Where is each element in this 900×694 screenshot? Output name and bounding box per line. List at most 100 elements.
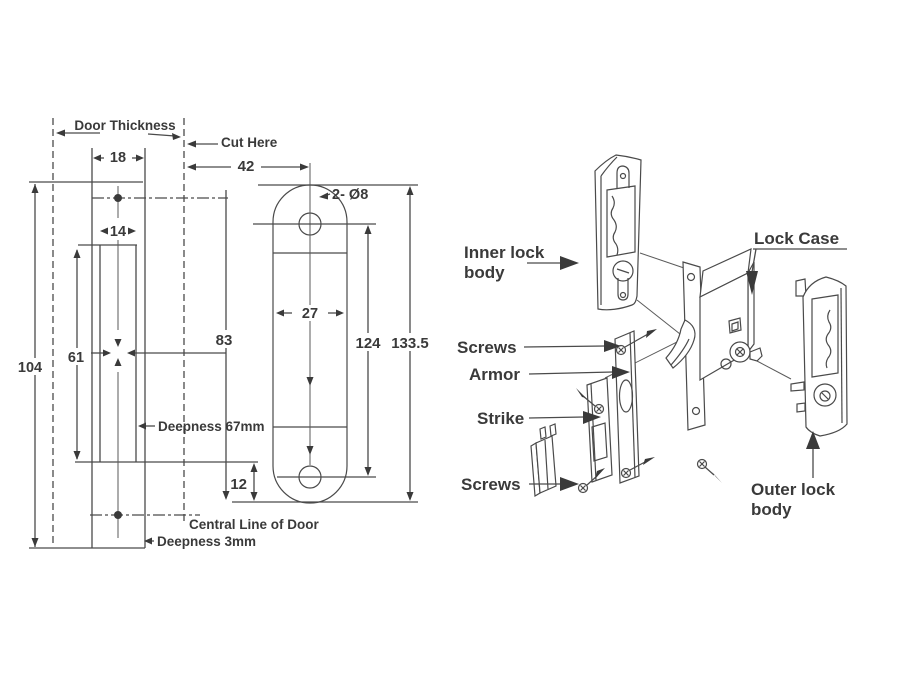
arrowhead: [136, 154, 144, 162]
arrowhead: [276, 309, 284, 317]
dim-42: 42: [187, 156, 309, 175]
arrowhead: [144, 537, 152, 545]
dim-text: 83: [216, 332, 233, 349]
outer-body-grip-recess: [811, 294, 839, 378]
screw-bottom-left: [577, 468, 605, 494]
label-inner-lock-body: Inner lock body: [464, 243, 579, 282]
centerline-arrow: [306, 377, 314, 386]
dim-12: 12: [230, 463, 418, 503]
strike-edge-line: [590, 383, 597, 481]
screw-shaft: [629, 461, 646, 471]
armor-label: Armor: [469, 365, 520, 384]
leader-line: [528, 371, 614, 375]
dim-line: [147, 133, 176, 137]
inner-body-keyhole-tail: [617, 278, 629, 301]
strike-label: Strike: [477, 409, 524, 428]
screw-shaft: [624, 333, 649, 348]
dim-text-bg: [231, 156, 261, 173]
outer-body-left-tab: [790, 381, 805, 392]
outer-lock-body-part: [790, 276, 848, 437]
cam-opening-inner: [731, 321, 739, 332]
latch-block-part: [530, 423, 557, 498]
dim-text: 12: [230, 476, 247, 493]
inner-lock-body-label-2: body: [464, 263, 505, 282]
arrowhead: [100, 227, 108, 235]
outer-body-keyhole: [819, 390, 831, 402]
case-hub-inner: [734, 346, 746, 358]
arrowhead: [187, 163, 196, 171]
screw-tip: [646, 329, 657, 338]
screw-tip: [712, 472, 722, 483]
arrowhead: [604, 340, 621, 352]
hook-bolt-line: [670, 338, 690, 366]
dim-text-bg: [296, 305, 324, 321]
hub-cross: [736, 348, 744, 356]
label-outer-lock-body: Outer lock body: [751, 431, 836, 519]
arrowhead: [300, 163, 309, 171]
inner-body-bottom-hole: [619, 291, 627, 299]
label-cut-here: Cut Here: [187, 135, 278, 150]
screw-strike: [576, 388, 605, 415]
dim-text: 61: [68, 350, 84, 366]
key-slot: [616, 268, 630, 274]
screw-tip: [576, 388, 586, 398]
outer-lock-body-label-1: Outer lock: [751, 480, 836, 499]
key-slot: [821, 392, 829, 400]
arrowhead: [187, 140, 196, 148]
screw-head-cross: [623, 470, 629, 476]
lock-case-part: [665, 248, 763, 431]
dim-text-bg: [62, 348, 90, 365]
arrowhead: [73, 451, 81, 460]
outer-lock-body-label-2: body: [751, 500, 792, 519]
arrowhead: [364, 225, 372, 234]
screw-head-cross: [596, 406, 602, 412]
center-arrow-up: [114, 358, 122, 366]
case-hole: [720, 358, 732, 370]
flange-top-hole: [686, 272, 696, 282]
arrowhead: [56, 129, 65, 137]
arrowhead: [406, 492, 414, 501]
armor-oval-slot: [618, 379, 634, 413]
arrowhead: [222, 491, 230, 500]
arrowhead: [406, 186, 414, 195]
label-armor: Armor: [469, 365, 630, 384]
dim-text-bg: [14, 358, 47, 375]
label-deepness-3: Deepness 3mm: [144, 534, 256, 549]
screw-head-cross: [580, 485, 586, 491]
top-reference-dot: [114, 194, 122, 202]
outer-body-side-wall: [840, 287, 843, 424]
dim-door-thickness: Door Thickness: [56, 118, 181, 140]
inner-body-hanger-tab: [616, 165, 630, 189]
leader-line: [528, 416, 585, 419]
dim-text-bg: [387, 333, 434, 351]
dim-text: 42: [238, 158, 255, 175]
screw-flange-bottom: [696, 458, 722, 483]
arrowhead: [250, 492, 258, 501]
dim-61: 61: [62, 249, 111, 460]
arrowhead: [172, 133, 181, 140]
strike-opening: [591, 422, 608, 462]
hook-bolt: [665, 319, 696, 369]
dim-104: 104: [14, 184, 47, 547]
door-section: [29, 118, 258, 549]
dim-133-5: 133.5: [387, 186, 434, 501]
block-prong: [539, 426, 547, 440]
inner-body-grip-wave: [610, 195, 619, 256]
dim-18: 18: [93, 150, 144, 166]
arrowhead: [612, 366, 630, 379]
assembly-axis-line: [639, 252, 685, 269]
center-arrow-down: [114, 339, 122, 347]
inner-body-top-hole: [619, 172, 627, 180]
label-strike: Strike: [477, 409, 601, 428]
flange-bottom-hole: [691, 406, 701, 416]
central-line-label: Central Line of Door: [189, 517, 319, 532]
door-thickness-label: Door Thickness: [74, 118, 175, 133]
dim-text: 14: [110, 224, 126, 240]
screw-shaft: [704, 466, 715, 476]
inner-lock-body-label-1: Inner lock: [464, 243, 545, 262]
screw-tip: [643, 457, 655, 465]
lock-case-label: Lock Case: [754, 229, 839, 248]
cut-here-label: Cut Here: [221, 135, 278, 150]
inner-body-side-wall: [600, 156, 618, 305]
